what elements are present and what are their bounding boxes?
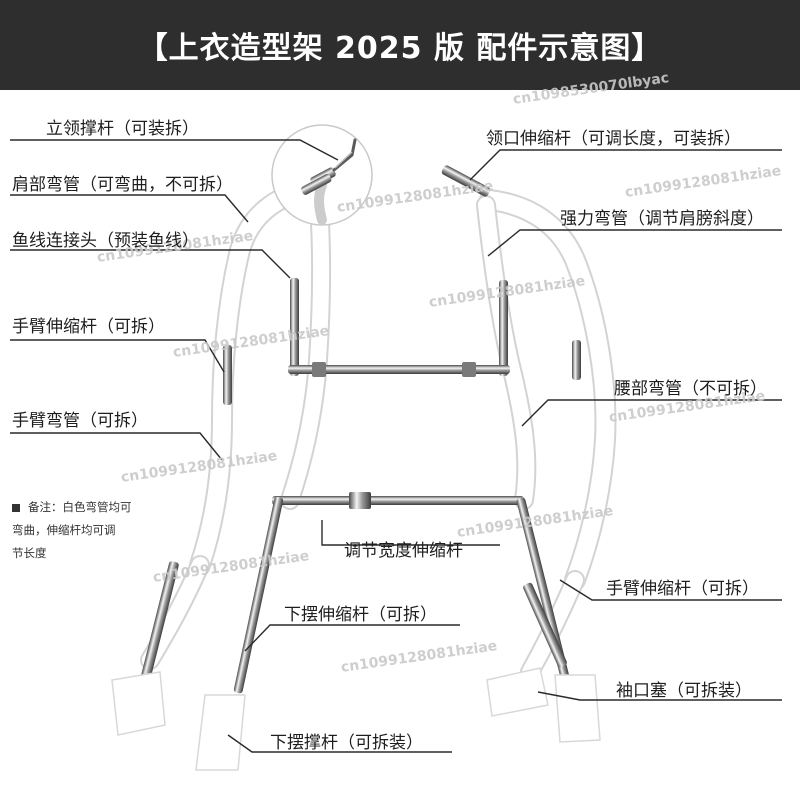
hem-support-left [195,694,246,771]
white-blocks [111,667,601,771]
leader-collar-rod [10,139,339,161]
hem-support-right [554,674,601,743]
leader-neck-telescopic [469,149,782,181]
note-text: 备注：白色弯管均可 [28,500,132,514]
cuff-plug-left [111,671,166,736]
label-fishline-joint: 鱼线连接头（预装鱼线） [12,231,199,251]
label-hem-telescopic: 下摆伸缩杆（可拆） [284,605,437,625]
leader-arm-telescopic-right [559,579,782,601]
lower-width-bar [272,492,524,509]
arm-telescopic-rods [223,340,581,405]
leader-strong-bend [487,229,782,257]
note-line: 弯曲，伸缩杆均可调 [12,519,162,542]
note-block: 备注：白色弯管均可 弯曲，伸缩杆均可调 节长度 [12,496,162,565]
title-bar: 【上衣造型架 2025 版 配件示意图】 [0,0,800,90]
upper-width-bar [288,362,510,377]
forearm-telescopic-rods [141,561,567,679]
note-text: 节长度 [12,546,47,560]
label-strong-bend: 强力弯管（调节肩膀斜度） [560,209,764,229]
label-collar-rod: 立领撑杆（可装拆） [46,119,199,139]
label-cuff-plug: 袖口塞（可拆装） [616,681,752,701]
label-arm-bend: 手臂弯管（可拆） [12,411,148,431]
chest-vertical-rods [290,278,508,376]
leader-hem-support [227,734,452,753]
page-title: 【上衣造型架 2025 版 配件示意图】 [137,31,663,66]
leader-arm-bend [10,432,223,461]
label-neck-telescopic: 领口伸缩杆（可调长度，可装拆） [486,129,741,149]
leader-cuff-plug [537,691,782,701]
note-line: 节长度 [12,542,162,565]
cuff-plug-right [486,667,549,717]
leader-fishline-joint [10,249,291,279]
leader-waist-bend [521,399,782,427]
leader-hem-telescopic [244,624,460,652]
label-width-telescopic: 调节宽度伸缩杆 [344,541,463,561]
label-hem-support: 下摆撑杆（可拆装） [270,733,423,753]
label-shoulder-bend: 肩部弯管（可弯曲，不可拆） [12,175,233,195]
neck-telescopic-rods [301,165,491,197]
label-waist-bend: 腰部弯管（不可拆） [614,379,767,399]
leader-lines [10,139,782,753]
label-arm-telescopic-left: 手臂伸缩杆（可拆） [12,317,165,337]
note-bullet-icon [12,503,20,512]
leader-shoulder-bend [10,194,249,223]
label-arm-telescopic-right: 手臂伸缩杆（可拆） [606,579,759,599]
note-text: 弯曲，伸缩杆均可调 [12,523,116,537]
leader-width-telescopic [321,520,500,546]
leader-arm-telescopic-left [10,339,225,373]
note-line: 备注：白色弯管均可 [12,496,162,519]
